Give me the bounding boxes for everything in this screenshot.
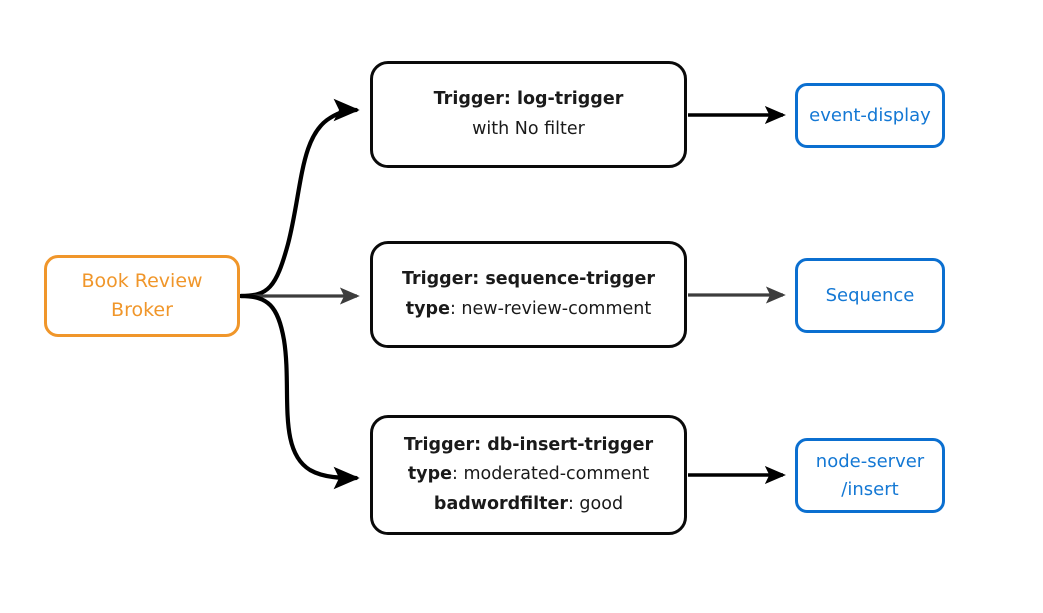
edge-broker-to-log-trigger bbox=[238, 98, 360, 299]
node-trigger-db-insert-trigger[interactable]: Trigger: db-insert-trigger type: moderat… bbox=[370, 415, 687, 535]
trigger-sequence-line1-value: sequence-trigger bbox=[485, 269, 655, 289]
trigger-sequence-line2: type: new-review-comment bbox=[406, 295, 651, 325]
trigger-db-line1: Trigger: db-insert-trigger bbox=[404, 431, 653, 461]
edge-broker-to-db-insert-trigger bbox=[238, 293, 360, 490]
trigger-sequence-line1-label: Trigger: bbox=[402, 269, 480, 289]
sink-node-server-label-line1: node-server bbox=[815, 450, 925, 472]
trigger-log-line1-value: log-trigger bbox=[516, 89, 624, 109]
node-trigger-log-trigger[interactable]: Trigger: log-trigger with No filter bbox=[370, 61, 687, 168]
trigger-db-line2-key: type bbox=[407, 464, 452, 485]
trigger-db-line2: type: moderated-comment bbox=[408, 460, 649, 490]
trigger-db-line3-key: badwordfilter bbox=[433, 493, 568, 514]
trigger-sequence-line2-value: : new-review-comment bbox=[449, 298, 652, 319]
node-trigger-sequence-trigger[interactable]: Trigger: sequence-trigger type: new-revi… bbox=[370, 241, 687, 348]
sink-node-server-label-line2: /insert bbox=[841, 478, 899, 500]
broker-label-line2: Broker bbox=[111, 299, 173, 321]
sink-event-display-label: event-display bbox=[809, 104, 931, 126]
trigger-db-line1-value: db-insert-trigger bbox=[487, 434, 654, 455]
trigger-log-line2: with No filter bbox=[472, 118, 585, 139]
trigger-db-line1-label: Trigger: bbox=[403, 434, 482, 455]
trigger-sequence-line1: Trigger: sequence-trigger bbox=[402, 265, 655, 295]
trigger-sequence-line2-key: type bbox=[405, 298, 450, 319]
sink-sequence-label: Sequence bbox=[825, 284, 915, 306]
node-book-review-broker[interactable]: Book Review Broker bbox=[44, 255, 240, 337]
trigger-log-line1: Trigger: log-trigger bbox=[434, 85, 624, 115]
trigger-db-line3-value: : good bbox=[567, 493, 624, 514]
trigger-db-line2-value: : moderated-comment bbox=[451, 464, 650, 485]
broker-label-line1: Book Review bbox=[81, 270, 203, 292]
trigger-db-line3: badwordfilter: good bbox=[434, 490, 623, 520]
node-sink-event-display[interactable]: event-display bbox=[795, 83, 945, 148]
trigger-log-line1-label: Trigger: bbox=[433, 89, 511, 109]
node-sink-node-server-insert[interactable]: node-server /insert bbox=[795, 438, 945, 513]
node-sink-sequence[interactable]: Sequence bbox=[795, 258, 945, 333]
